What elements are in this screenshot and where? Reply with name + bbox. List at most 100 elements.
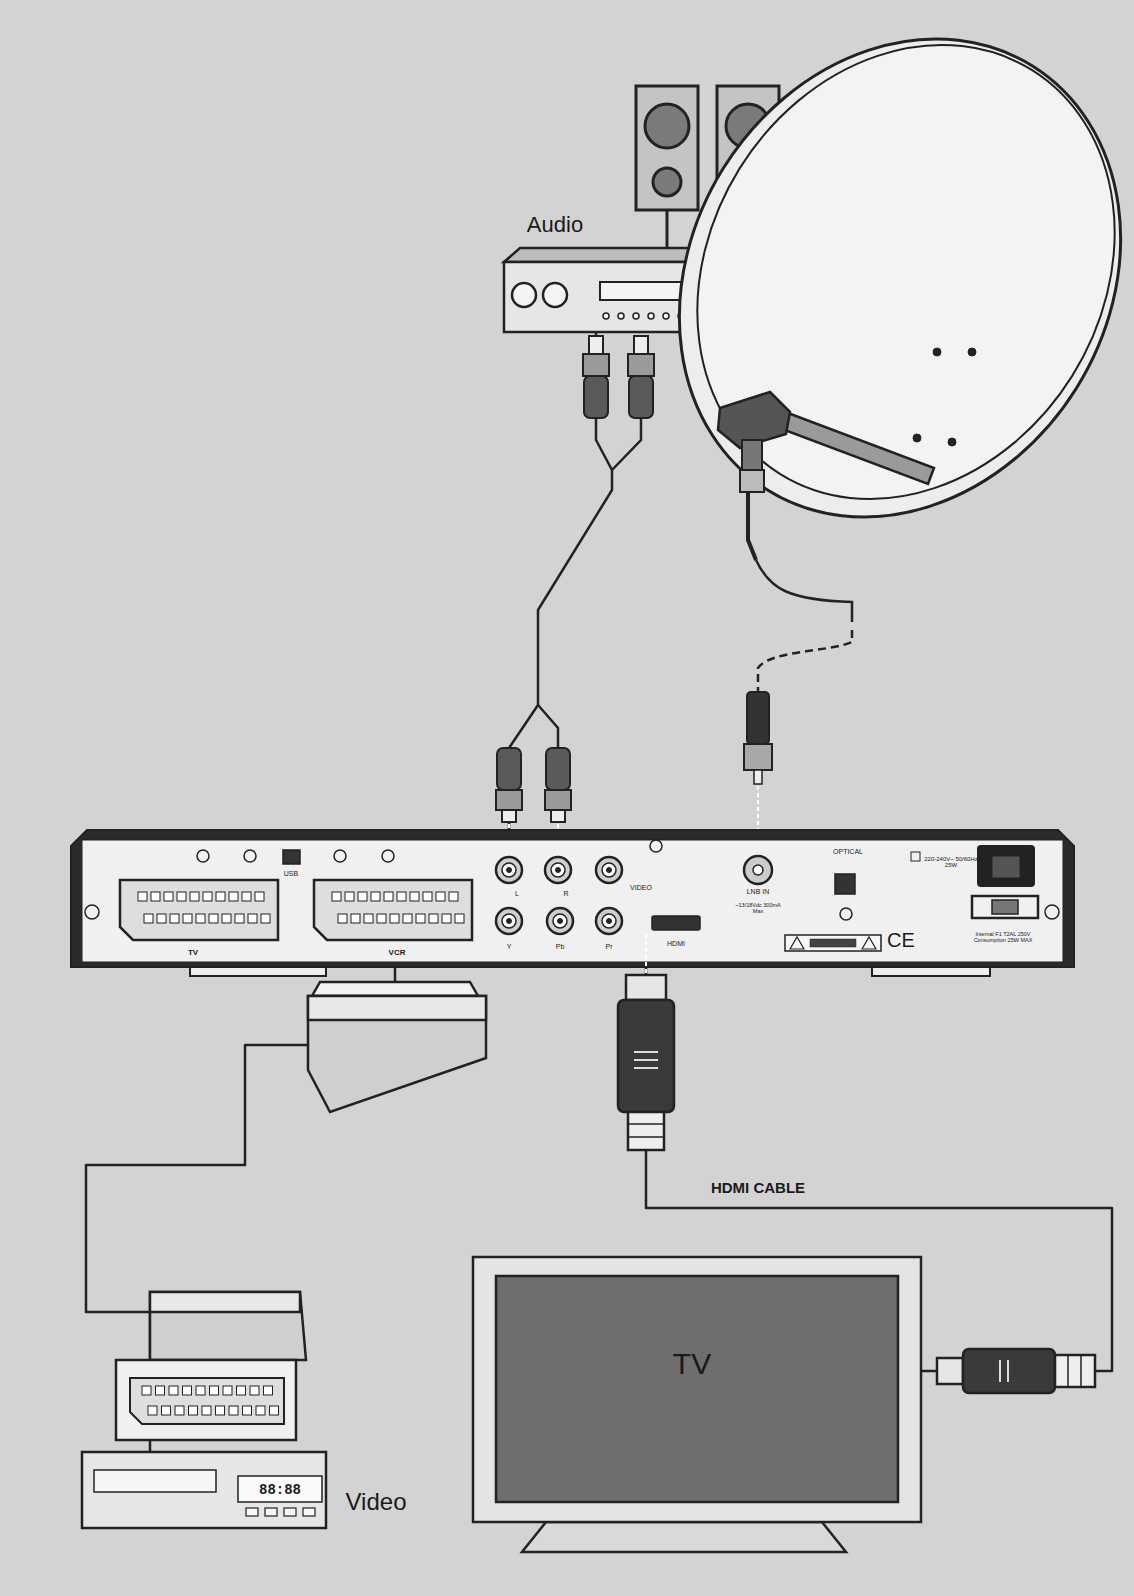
hdmi-plug-tip: [937, 1358, 963, 1384]
scart-socket-face: [116, 1360, 296, 1440]
port-label: TV: [188, 949, 198, 957]
fuse-rating: Internal F1 T2AL 250V Consumption 25W MA…: [961, 932, 1045, 944]
scart-pin: [190, 892, 199, 901]
scart-pin: [223, 1386, 232, 1395]
port-label: LNB IN: [747, 888, 770, 895]
speaker-box: [636, 86, 698, 210]
recorder-body: [82, 1452, 326, 1528]
rca-jack: [596, 857, 622, 883]
receiver-housing: [71, 830, 1074, 967]
hdmi-grip: [999, 1360, 1001, 1382]
scart-pin: [216, 1406, 225, 1415]
speaker-stand: [666, 210, 669, 250]
scart-pin: [142, 1386, 151, 1395]
rca-jack-hole: [607, 919, 612, 924]
television: [473, 1257, 921, 1552]
scart-pin: [175, 1406, 184, 1415]
recorder-button: [246, 1508, 258, 1516]
scart-pins: [138, 892, 464, 923]
scart-pin: [156, 1386, 165, 1395]
scart-pins: [142, 1386, 279, 1415]
rca-jack-hole: [607, 868, 612, 873]
rca-jack: [496, 857, 522, 883]
scart-pin: [377, 914, 386, 923]
scart-plug: [308, 982, 486, 1112]
scart-pin: [364, 914, 373, 923]
scart-pin: [403, 914, 412, 923]
rca-jack: [596, 908, 622, 934]
relief-ring: [628, 1136, 664, 1138]
tv-stand: [522, 1522, 846, 1552]
speaker-woofer: [645, 104, 689, 148]
scart-pin: [202, 1406, 211, 1415]
scart-socket: [314, 880, 472, 940]
tv-box: TV: [473, 1257, 921, 1522]
power-switch: [972, 896, 1038, 918]
scart-pin: [183, 1386, 192, 1395]
warning-triangle: [862, 937, 876, 949]
rca-jacks: [496, 857, 622, 934]
recorder-button: [265, 1508, 277, 1516]
warning-triangle: [790, 937, 804, 949]
scart-socket: [120, 880, 278, 940]
power-rating: 220-240V~ 50/60Hz 25W: [923, 856, 979, 869]
port-spec: ~13/18Vdc 300mA Max: [732, 903, 784, 915]
dish-surface: [614, 0, 1134, 578]
hdmi-grip: [634, 1051, 658, 1053]
scart-pin: [338, 914, 347, 923]
plug-collar: [496, 790, 522, 810]
scart-socket: [130, 1378, 284, 1424]
scart-pin: [264, 1386, 273, 1395]
screw: [85, 905, 99, 919]
plug-collar: [545, 790, 571, 810]
screw: [244, 850, 256, 862]
speaker-tweeter: [653, 168, 681, 196]
amp-button: [633, 313, 639, 319]
scart-pin: [256, 1406, 265, 1415]
scart-pin: [384, 892, 393, 901]
scart-pin: [449, 892, 458, 901]
recorder-display: [238, 1476, 322, 1502]
scart-pin: [144, 914, 153, 923]
relief-ring: [628, 1123, 664, 1125]
relief-ring: [1067, 1355, 1069, 1387]
scart-pin: [177, 892, 186, 901]
hdmi-grip: [1007, 1360, 1009, 1382]
scart-pin: [261, 914, 270, 923]
scart-pin: [371, 892, 380, 901]
scart-pin: [250, 1386, 259, 1395]
amplifier-box: Audio: [504, 262, 774, 332]
scart-pin: [138, 892, 147, 901]
lnb-cable: [744, 560, 852, 858]
rca-jack-ring: [602, 863, 616, 877]
tv-screen: [496, 1276, 898, 1502]
scart-pin: [436, 892, 445, 901]
amp-button: [648, 313, 654, 319]
receiver-panel: [71, 830, 1074, 976]
receiver-back: [82, 840, 1063, 962]
scart-plug-top: [150, 1292, 300, 1312]
f-plug-nut: [744, 744, 772, 770]
rca-jack-ring: [553, 914, 567, 928]
amp-button: [603, 313, 609, 319]
lnb-feed: [742, 440, 762, 470]
scart-pin: [235, 914, 244, 923]
video-recorder: [82, 1292, 326, 1528]
plug-collar: [628, 354, 654, 376]
scart-pin: [345, 892, 354, 901]
rca-jack-ring: [502, 863, 516, 877]
scart-pin: [210, 1386, 219, 1395]
plug-body: [629, 376, 653, 418]
rca-cable: [538, 418, 641, 748]
cable-branch: [612, 418, 641, 470]
lnb-socket: [744, 856, 772, 884]
insert-mark: [645, 934, 647, 975]
hdmi-plug-body: [618, 1000, 674, 1112]
hdmi-port: [652, 916, 700, 930]
screw: [334, 850, 346, 862]
scart-pin: [442, 914, 451, 923]
scart-pin: [170, 914, 179, 923]
rca-jack-hole: [558, 919, 563, 924]
rca-plugs: [496, 336, 654, 858]
